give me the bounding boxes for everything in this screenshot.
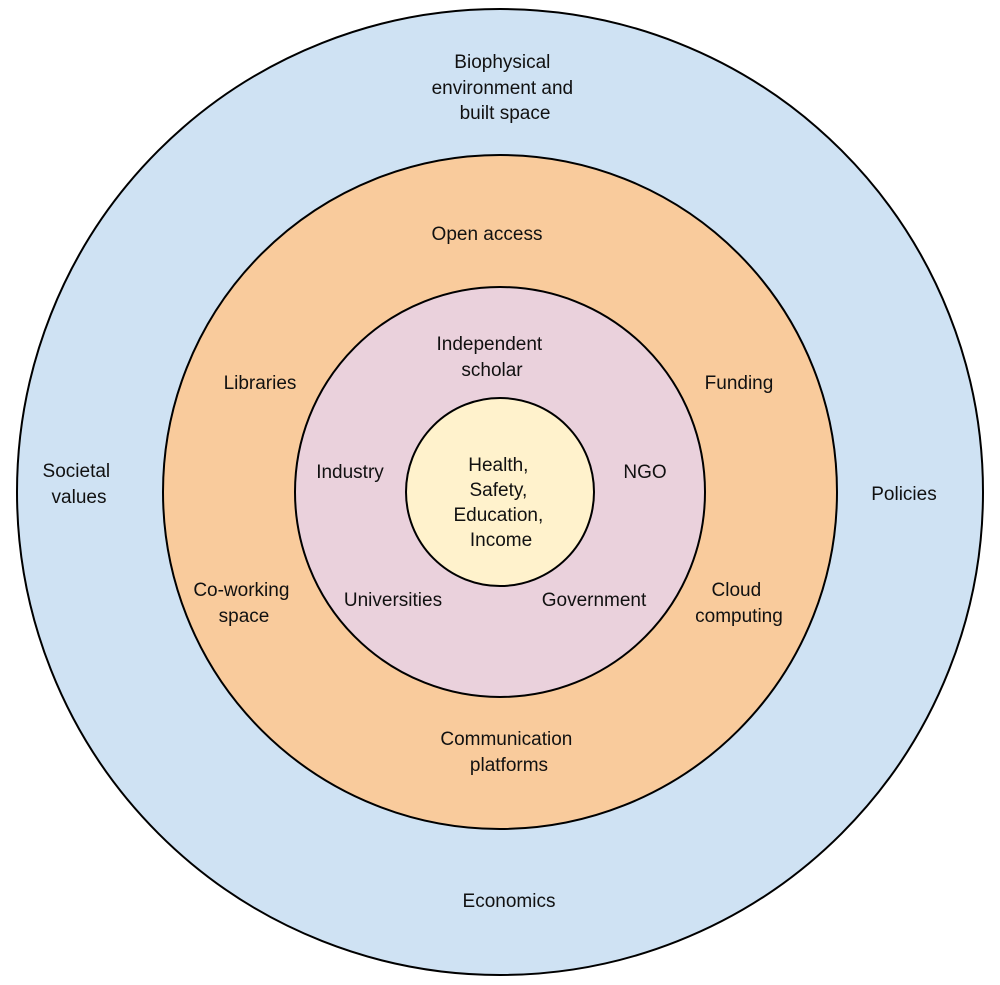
middle-label-communication-platforms: Communication platforms: [440, 729, 577, 776]
inner-label-universities: Universities: [344, 590, 442, 611]
core-circle: [405, 397, 595, 587]
middle-label-libraries: Libraries: [224, 373, 297, 394]
inner-label-industry: Industry: [316, 462, 384, 483]
middle-label-cloud-computing: Cloud computing: [695, 580, 783, 627]
inner-label-ngo: NGO: [623, 462, 666, 483]
outer-label-societal-values: Societal values: [43, 461, 116, 508]
core-label-wellbeing: Health, Safety, Education, Income: [453, 455, 548, 551]
middle-label-funding: Funding: [705, 373, 774, 394]
inner-label-government: Government: [542, 590, 647, 611]
middle-label-open-access: Open access: [432, 224, 543, 245]
middle-label-co-working-space: Co-working space: [193, 580, 294, 627]
outer-label-economics: Economics: [463, 891, 556, 912]
outer-label-biophysical: Biophysical environment and built space: [432, 52, 579, 124]
outer-label-policies: Policies: [871, 484, 936, 505]
inner-label-independent-scholar: Independent scholar: [437, 334, 548, 381]
